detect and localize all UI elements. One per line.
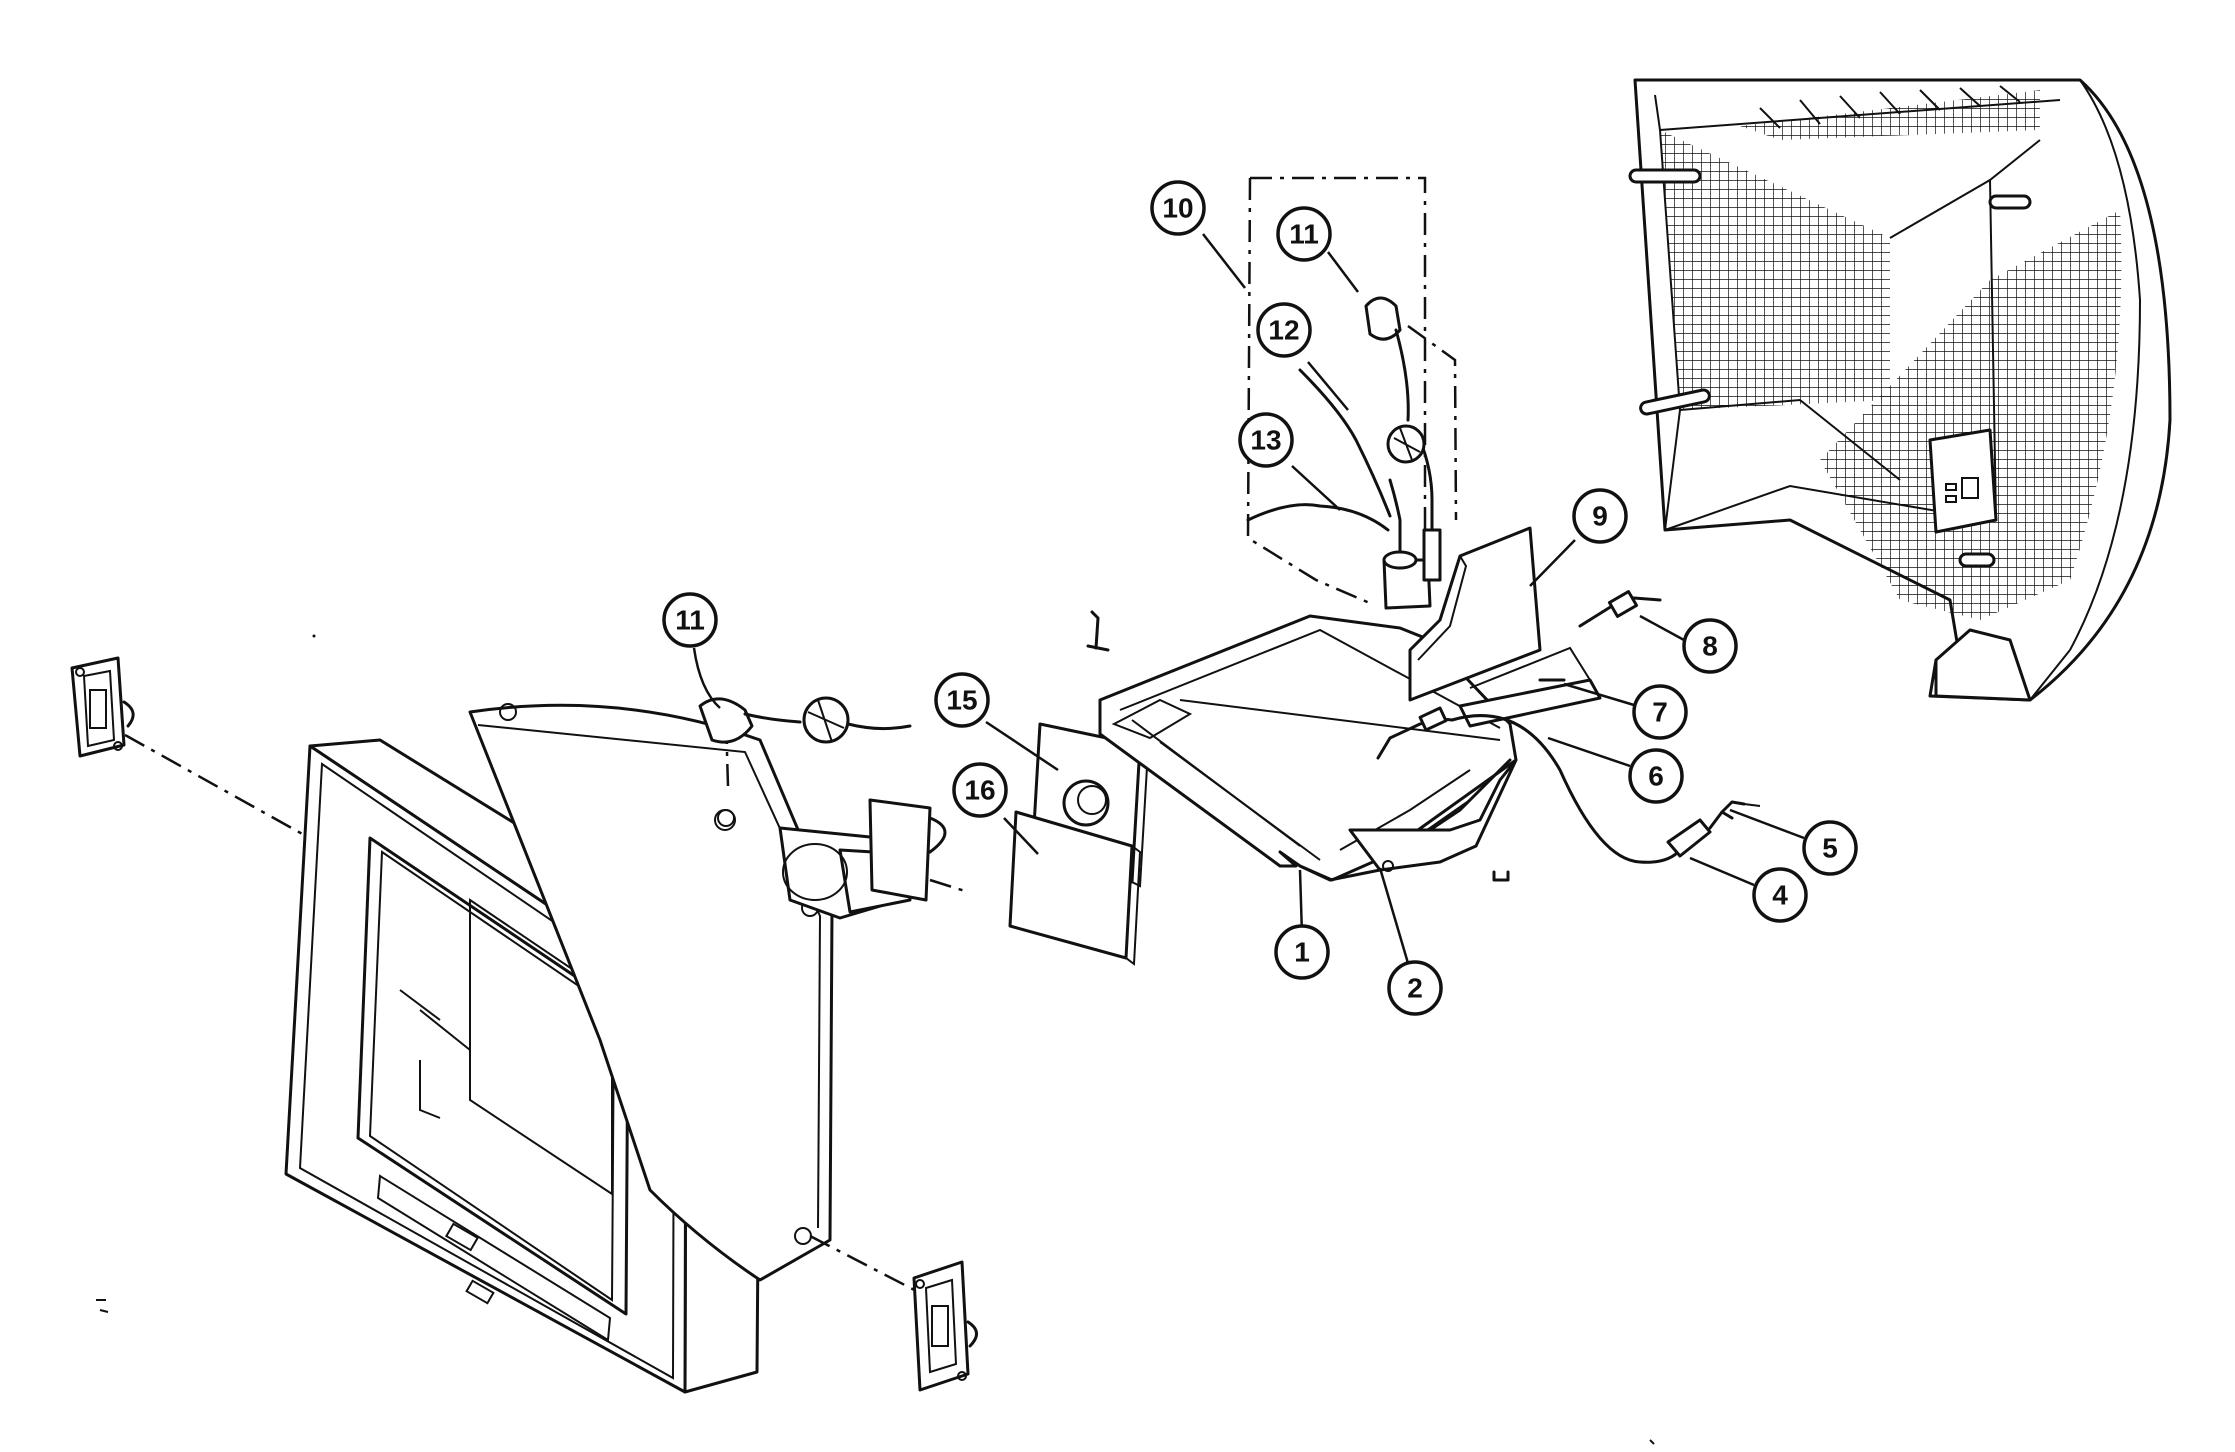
- anode-cap-upper: [1364, 296, 1426, 464]
- callout-2: 2: [1387, 960, 1443, 1016]
- svg-text:12: 12: [1268, 315, 1299, 346]
- svg-text:4: 4: [1772, 880, 1788, 911]
- bracket-rail-part-7: [1458, 646, 1602, 728]
- callout-10: 10: [1150, 180, 1206, 236]
- svg-text:15: 15: [946, 685, 977, 716]
- neck-axis-line: [929, 878, 969, 894]
- svg-text:8: 8: [1702, 631, 1718, 662]
- crt-tube-body: [468, 703, 947, 1282]
- callout-7: 7: [1632, 684, 1688, 740]
- svg-text:11: 11: [675, 605, 705, 636]
- callout-12: 12: [1256, 302, 1312, 358]
- power-cord-part-4-5: [1450, 714, 1761, 864]
- wire-part-12: [1298, 368, 1392, 518]
- assembly-10-boundary-right: [1407, 324, 1458, 521]
- stray-mark: [96, 1299, 109, 1313]
- callout-9: 9: [1572, 488, 1628, 544]
- assembly-10-boundary: [1246, 176, 1427, 606]
- anode-cap-left: [698, 696, 912, 744]
- callout-13: 13: [1238, 412, 1294, 468]
- wire-harness-part-6: [1376, 706, 1454, 760]
- wire-part-13: [1246, 503, 1390, 532]
- svg-text:2: 2: [1407, 973, 1423, 1004]
- svg-text:5: 5: [1822, 833, 1838, 864]
- plate-part-16: [1008, 810, 1142, 966]
- svg-text:16: 16: [964, 775, 995, 806]
- shield-plate-part-9: [1408, 526, 1542, 702]
- flyback-transformer: [1382, 438, 1442, 610]
- callout-8: 8: [1682, 618, 1738, 674]
- callout-6: 6: [1628, 748, 1684, 804]
- svg-text:1: 1: [1294, 937, 1310, 968]
- stray-mark: [1649, 1439, 1655, 1445]
- connector-part-8: [1578, 590, 1662, 628]
- screw: [1086, 610, 1110, 652]
- callout-4: 4: [1752, 867, 1808, 923]
- leader-lines: [692, 233, 1805, 971]
- left-mounting-bracket: [70, 656, 135, 758]
- callout-1: 1: [1274, 924, 1330, 980]
- svg-text:7: 7: [1652, 697, 1668, 728]
- svg-text:6: 6: [1648, 761, 1664, 792]
- svg-text:11: 11: [1289, 219, 1319, 250]
- small-clip: [1492, 870, 1510, 882]
- callout-5: 5: [1802, 820, 1858, 876]
- callout-16: 16: [952, 762, 1008, 818]
- tube-axis-line: [809, 1234, 927, 1298]
- svg-text:9: 9: [1592, 501, 1608, 532]
- callout-15: 15: [934, 672, 990, 728]
- callout-11-left: 11: [662, 592, 718, 648]
- svg-text:13: 13: [1250, 425, 1281, 456]
- callout-11-upper: 11: [1276, 206, 1332, 262]
- rear-cabinet: [1628, 78, 2172, 702]
- svg-text:10: 10: [1162, 193, 1193, 224]
- stray-dot: [312, 634, 316, 638]
- right-mounting-bracket: [912, 1260, 978, 1392]
